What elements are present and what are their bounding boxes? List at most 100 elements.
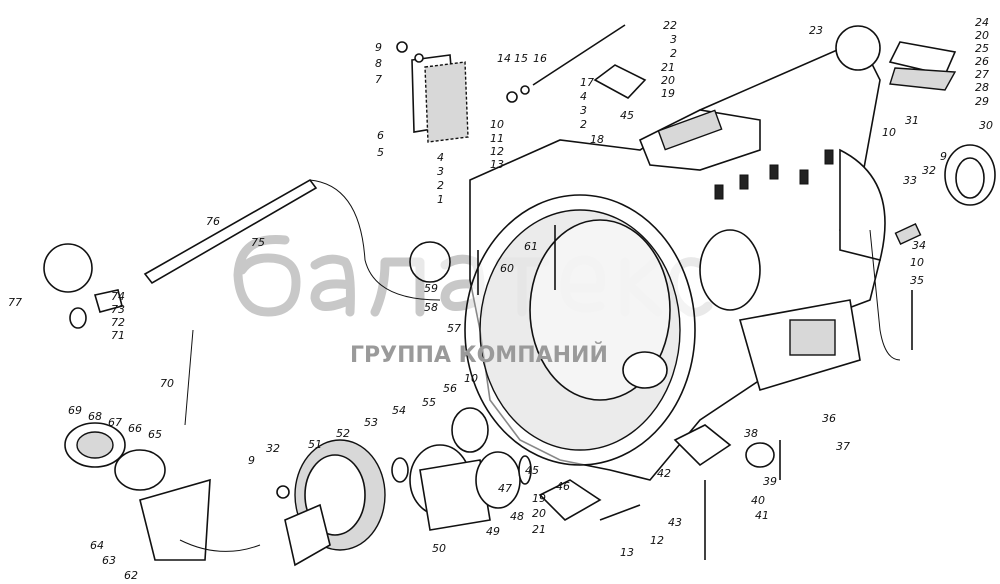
callout: 49	[486, 525, 500, 538]
callout: 1	[437, 193, 444, 206]
callout: 4	[437, 151, 444, 164]
callout: 48	[510, 510, 524, 523]
callout: 10	[910, 256, 924, 269]
callout: 40	[751, 494, 765, 507]
callout: 25	[975, 42, 989, 55]
callout: 57	[447, 322, 461, 335]
callout: 17	[580, 76, 594, 89]
callout: 39	[763, 475, 777, 488]
callout: 5	[377, 146, 384, 159]
callout: 59	[424, 282, 438, 295]
callout: 45	[620, 109, 634, 122]
callout: 28	[975, 81, 989, 94]
release-bearing	[64, 422, 261, 561]
callout: 67	[108, 416, 122, 429]
callout: 51	[308, 438, 322, 451]
callout: 42	[657, 467, 671, 480]
callout: 12	[650, 534, 664, 547]
callout: 37	[836, 440, 850, 453]
clutch-housing	[464, 38, 886, 481]
callout: 32	[266, 442, 280, 455]
callout: 30	[979, 119, 993, 132]
callout: 13	[490, 158, 504, 171]
callout: 26	[975, 55, 989, 68]
callout: 24	[975, 16, 989, 29]
callout: 20	[532, 507, 546, 520]
callout: 38	[744, 427, 758, 440]
callout: 50	[432, 542, 446, 555]
callout: 56	[443, 382, 457, 395]
callout: 32	[922, 164, 936, 177]
callout: 10	[490, 118, 504, 131]
hatch-cover	[396, 41, 469, 143]
callout: 33	[903, 174, 917, 187]
callout: 18	[590, 133, 604, 146]
callout: 58	[424, 301, 438, 314]
callout: 2	[437, 179, 444, 192]
callout: 11	[490, 132, 504, 145]
callout: 65	[148, 428, 162, 441]
callout: 22	[663, 19, 677, 32]
callout: 73	[111, 303, 125, 316]
callout: 20	[661, 74, 675, 87]
callout: 52	[336, 427, 350, 440]
callout: 68	[88, 410, 102, 423]
callout: 35	[910, 274, 924, 287]
callout: 19	[661, 87, 675, 100]
callout: 62	[124, 569, 138, 582]
callout: 3	[670, 33, 677, 46]
callout: 23	[809, 24, 823, 37]
callout: 46	[556, 480, 570, 493]
callout: 2	[670, 47, 677, 60]
callout: 75	[251, 236, 265, 249]
callout: 55	[422, 396, 436, 409]
callout: 76	[206, 215, 220, 228]
callout: 21	[532, 523, 546, 536]
callout: 29	[975, 95, 989, 108]
callout: 12	[490, 145, 504, 158]
callout: 34	[912, 239, 926, 252]
callout: 13	[620, 546, 634, 559]
callout: 19	[532, 492, 546, 505]
release-shaft	[43, 178, 441, 329]
callout: 3	[437, 165, 444, 178]
callout: 41	[755, 509, 769, 522]
callout: 72	[111, 316, 125, 329]
callout: 10	[882, 126, 896, 139]
callout: 9	[248, 454, 255, 467]
callout: 66	[128, 422, 142, 435]
callout: 71	[111, 329, 125, 342]
callout: 70	[160, 377, 174, 390]
callout: 9	[375, 41, 382, 54]
callout: 47	[498, 482, 512, 495]
callout: 74	[111, 290, 125, 303]
callout: 8	[375, 57, 382, 70]
callout: 16	[533, 52, 547, 65]
callout: 43	[668, 516, 682, 529]
callout: 14	[497, 52, 511, 65]
callout: 7	[375, 73, 382, 86]
callout: 4	[580, 90, 587, 103]
callout: 45	[525, 464, 539, 477]
callout: 6	[377, 129, 384, 142]
callout: 27	[975, 68, 989, 81]
callout: 3	[580, 104, 587, 117]
callout: 2	[580, 118, 587, 131]
callout: 21	[661, 61, 675, 74]
callout: 15	[514, 52, 528, 65]
callout: 54	[392, 404, 406, 417]
callout: 69	[68, 404, 82, 417]
callout: 9	[940, 150, 947, 163]
callout: 64	[90, 539, 104, 552]
callout: 63	[102, 554, 116, 567]
callout: 61	[524, 240, 538, 253]
callout: 20	[975, 29, 989, 42]
watermark-subtitle: ГРУППА КОМПАНИЙ	[350, 342, 608, 368]
callout: 31	[905, 114, 919, 127]
front-cover	[276, 407, 532, 567]
callout: 53	[364, 416, 378, 429]
callout-labels: 9 8 7 6 5 14 15 16 22 3 2 21 20 19 17 4 …	[8, 16, 993, 582]
callout: 36	[822, 412, 836, 425]
callout: 60	[500, 262, 514, 275]
